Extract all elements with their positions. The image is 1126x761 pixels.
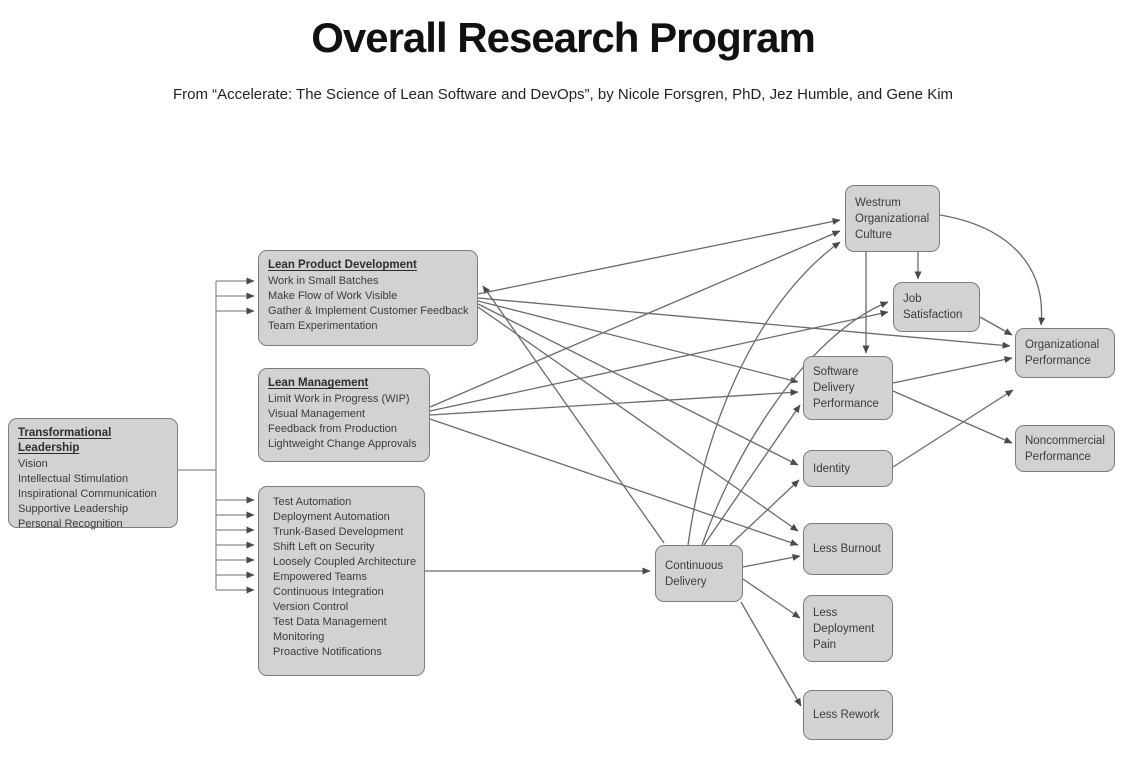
practice-item: Loosely Coupled Architecture (273, 556, 417, 568)
node-items: Limit Work in Progress (WIP) Visual Manag… (268, 392, 420, 452)
practice-item: Deployment Automation (273, 511, 390, 523)
edge-trunk-transformational-leadership (178, 281, 217, 590)
practice-item: Version Control (273, 601, 349, 613)
edge-cd-sdp (703, 404, 801, 546)
edge-lm-westrum (429, 230, 841, 408)
edge-lpd-identity (477, 303, 799, 466)
node-lean-management: Lean Management Limit Work in Progress (… (258, 368, 430, 462)
edge-sdp-nc (892, 390, 1013, 444)
practice-item: Test Automation (273, 496, 352, 508)
node-less-deployment-pain: Less Deployment Pain (803, 595, 893, 662)
node-label: Less Rework (813, 709, 880, 721)
practice-item: Monitoring (273, 631, 325, 643)
edge-cd-lb (742, 553, 801, 568)
node-noncommercial-performance: Noncommercial Performance (1015, 425, 1115, 472)
edge-lm-sdp (429, 388, 799, 416)
practice-item: Visual Management (268, 408, 366, 420)
practice-item: Intellectual Stimulation (18, 473, 129, 485)
node-continuous-delivery: Continuous Delivery (655, 545, 743, 602)
practice-item: Test Data Management (273, 616, 387, 628)
edge-cd-js (701, 301, 889, 546)
practice-item: Trunk-Based Development (273, 526, 404, 538)
node-less-burnout: Less Burnout (803, 523, 893, 575)
practice-item: Shift Left on Security (273, 541, 375, 553)
edge-js-op (979, 316, 1013, 336)
practice-item: Proactive Notifications (273, 646, 382, 658)
practice-item: Gather & Implement Customer Feedback (268, 305, 469, 317)
practice-item: Supportive Leadership (18, 503, 129, 515)
node-title: Lean Product Development (268, 259, 417, 271)
node-less-rework: Less Rework (803, 690, 893, 740)
node-label: Software Delivery Performance (813, 366, 879, 410)
node-title: Lean Management (268, 377, 369, 389)
practice-item: Lightweight Change Approvals (268, 438, 417, 450)
node-organizational-performance: Organizational Performance (1015, 328, 1115, 378)
practice-item: Vision (18, 458, 48, 470)
practice-item: Personal Recognition (18, 518, 123, 530)
practice-item: Limit Work in Progress (WIP) (268, 393, 410, 405)
node-label: Less Burnout (813, 543, 881, 555)
edge-lpd-lb (477, 306, 799, 532)
edge-identity-op (892, 389, 1014, 468)
practice-item: Empowered Teams (273, 571, 367, 583)
edge-sdp-op (892, 356, 1013, 384)
edge-lm-lb (429, 418, 799, 546)
practice-item: Work in Small Batches (268, 275, 379, 287)
page-subtitle: From “Accelerate: The Science of Lean So… (172, 86, 954, 103)
node-software-delivery-performance: Software Delivery Performance (803, 356, 893, 420)
node-label: Organizational Performance (1025, 339, 1100, 367)
edge-lpd-sdp (477, 300, 799, 384)
edge-cd-lpd (482, 285, 665, 544)
node-label: Identity (813, 462, 851, 475)
edge-cd-ldp (742, 578, 801, 619)
edge-cd-lr (740, 601, 802, 707)
node-identity: Identity (803, 450, 893, 487)
practice-item: Team Experimentation (268, 320, 378, 332)
practice-item: Make Flow of Work Visible (268, 290, 398, 302)
edge-lpd-westrum (477, 218, 841, 295)
node-lean-product-development: Lean Product Development Work in Small B… (258, 250, 478, 346)
node-label: Noncommercial Performance (1025, 434, 1105, 463)
practice-item: Inspirational Communication (18, 488, 157, 500)
node-job-satisfaction: Job Satisfaction (893, 282, 980, 332)
page-title: Overall Research Program (311, 14, 816, 61)
edge-cd-identity (729, 479, 800, 546)
practice-item: Continuous Integration (273, 586, 384, 598)
node-westrum-organizational-culture: Westrum Organizational Culture (845, 185, 940, 252)
node-label: Job Satisfaction (903, 293, 963, 321)
node-label: Westrum Organizational Culture (855, 196, 930, 241)
practice-item: Feedback from Production (268, 423, 398, 435)
node-title: Transformational Leadership (18, 427, 112, 454)
node-label: Continuous Delivery (665, 559, 724, 588)
node-label: Less Deployment Pain (813, 606, 875, 651)
